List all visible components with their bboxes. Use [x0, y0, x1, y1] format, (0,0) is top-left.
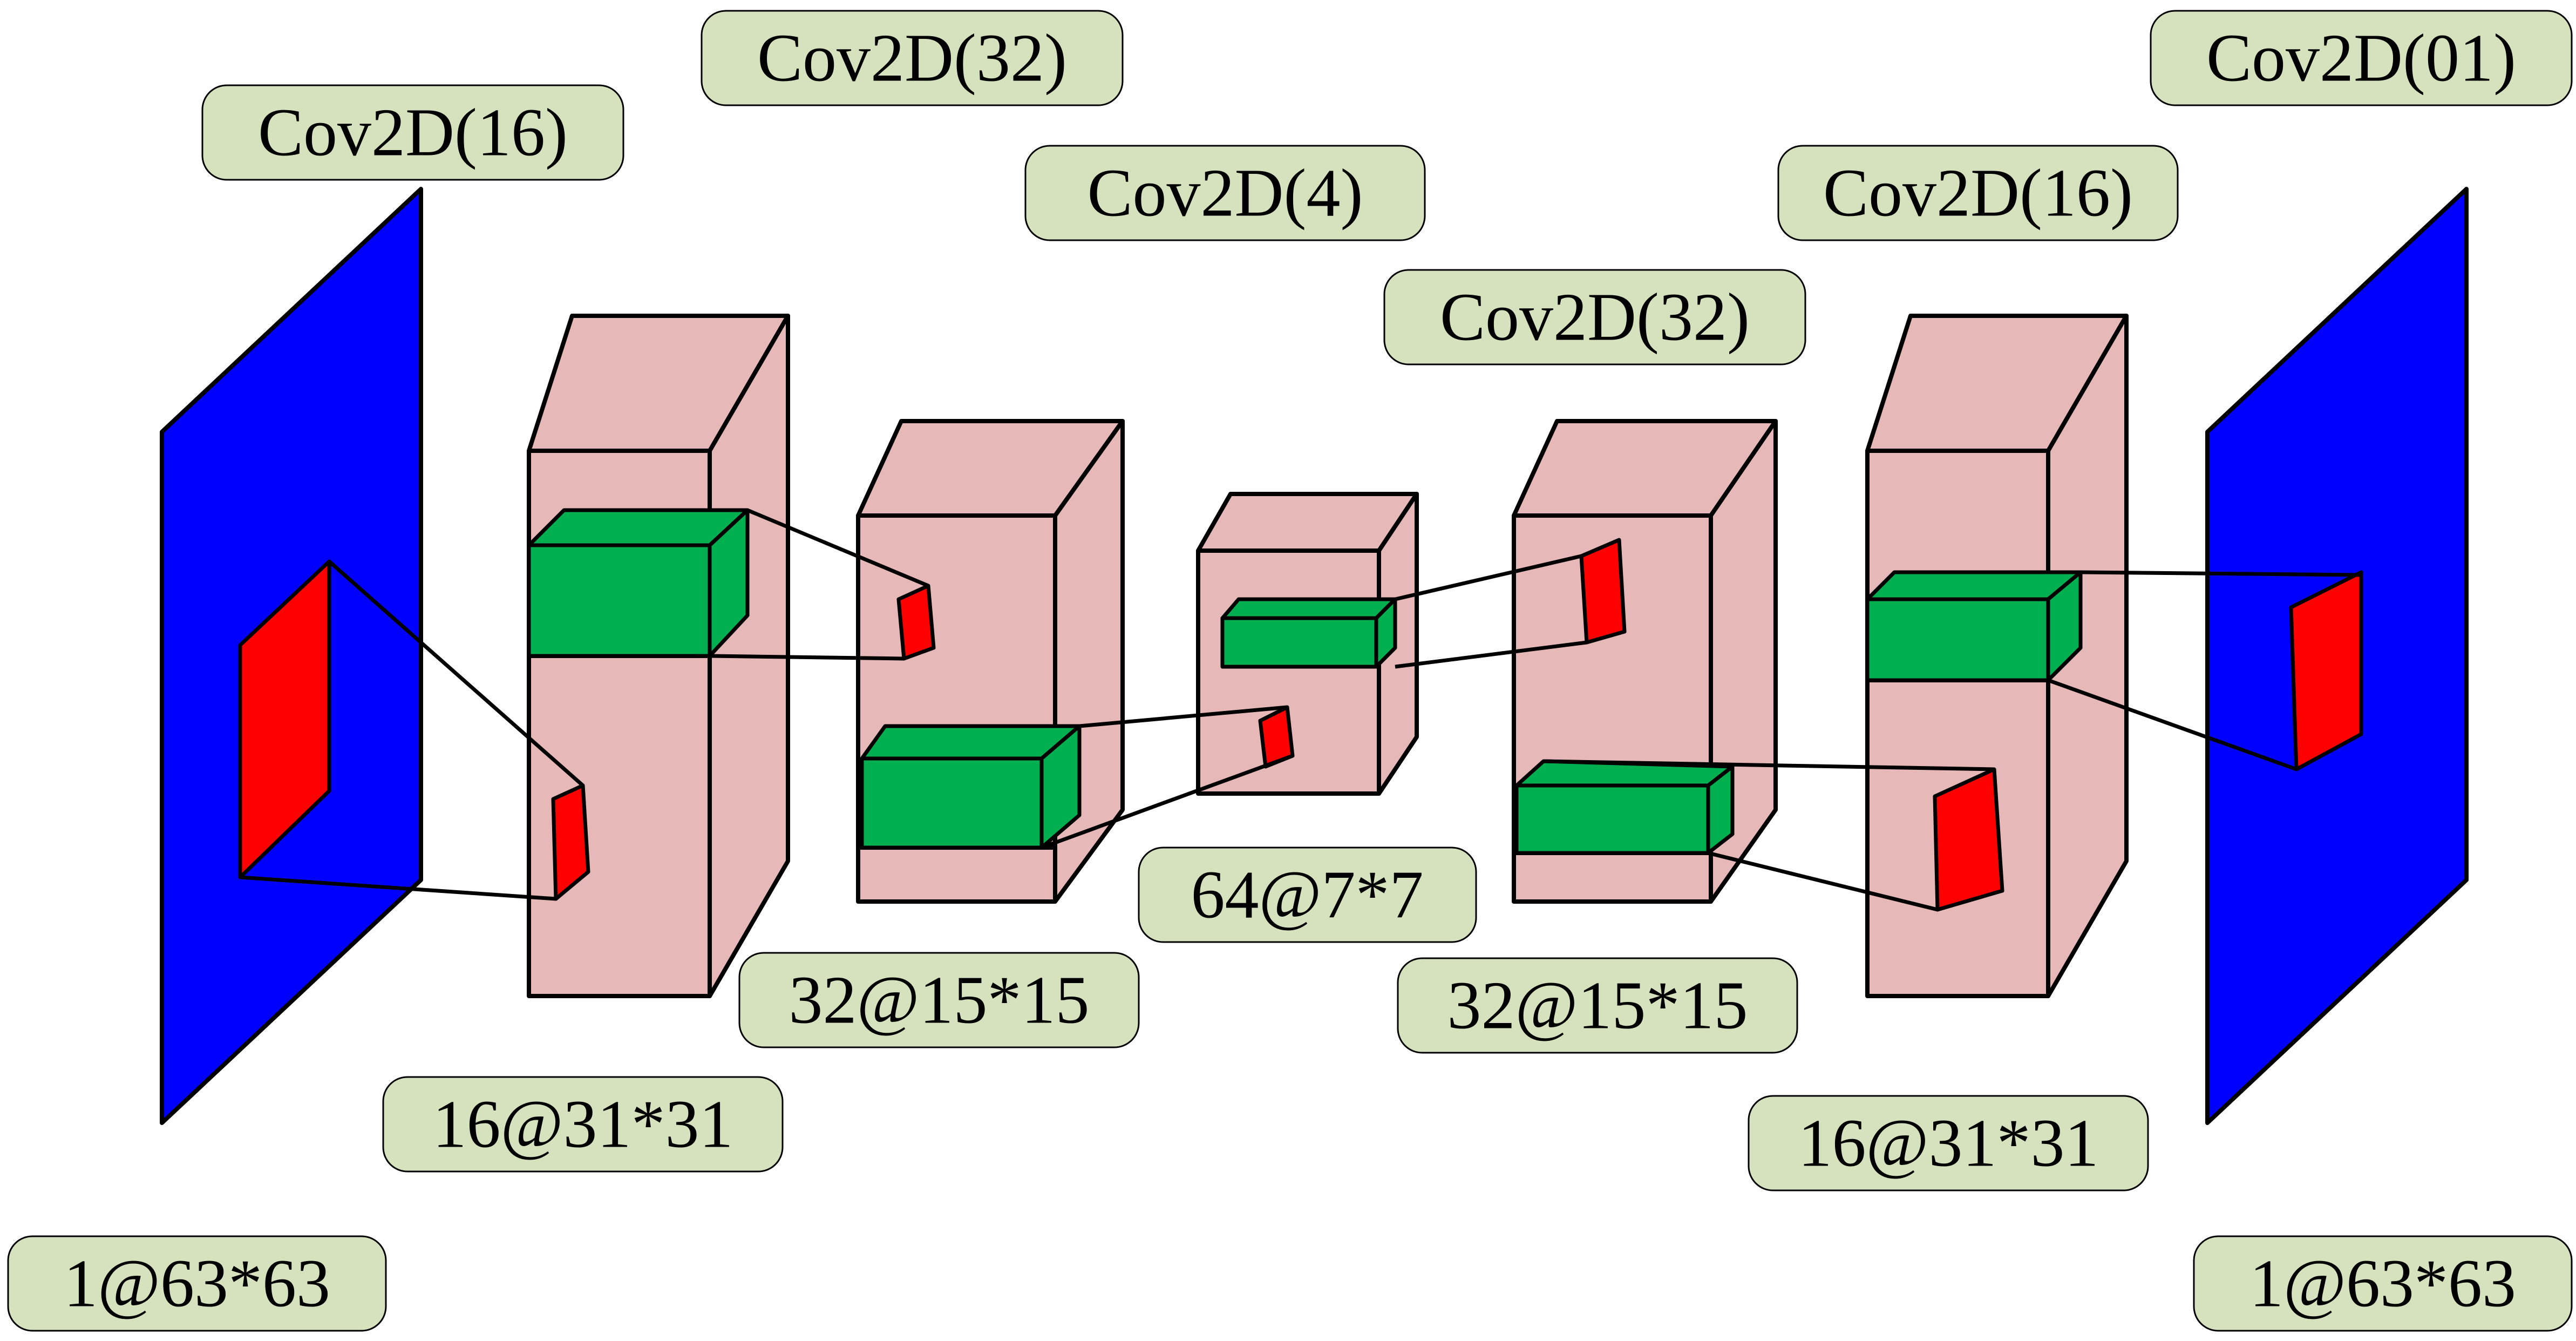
- kernel-3: [1220, 616, 1378, 669]
- conv-label-3: Cov2D(4): [1024, 145, 1426, 241]
- conv-label-2-text: Cov2D(32): [757, 21, 1067, 96]
- input-plane: [160, 187, 423, 1125]
- conv-label-3-text: Cov2D(4): [1088, 156, 1363, 231]
- shape-label-bottleneck-text: 64@7*7: [1191, 858, 1423, 933]
- layer-5-patch: [1933, 767, 2004, 912]
- conv-label-1-text: Cov2D(16): [258, 96, 568, 171]
- conv-label-5: Cov2D(16): [1777, 145, 2179, 241]
- shape-label-layer-1-text: 16@31*31: [432, 1087, 733, 1162]
- conv-label-6-text: Cov2D(01): [2206, 21, 2516, 96]
- shape-label-layer-2: 32@15*15: [738, 952, 1140, 1048]
- kernel-5: [1865, 597, 2050, 682]
- conv-label-2: Cov2D(32): [701, 10, 1124, 106]
- shape-label-bottleneck: 64@7*7: [1138, 846, 1477, 943]
- shape-label-input-text: 1@63*63: [64, 1247, 330, 1322]
- feature-box-4: [1512, 419, 1778, 904]
- layer-1-patch: [551, 783, 590, 901]
- output-plane: [2205, 187, 2469, 1125]
- feature-box-3: [1196, 492, 1419, 796]
- layer-2-patch: [896, 584, 936, 661]
- conv-label-1: Cov2D(16): [201, 84, 624, 181]
- shape-label-layer-5-text: 16@31*31: [1798, 1106, 2098, 1181]
- feature-box-1: [527, 314, 790, 998]
- kernel-1: [527, 543, 712, 658]
- layer-4-patch: [1579, 538, 1627, 645]
- feature-box-2: [856, 419, 1125, 904]
- shape-label-input: 1@63*63: [7, 1235, 387, 1332]
- conv-label-5-text: Cov2D(16): [1823, 156, 2133, 231]
- shape-label-layer-5: 16@31*31: [1748, 1095, 2149, 1191]
- output-patch: [2289, 570, 2363, 771]
- shape-label-layer-1: 16@31*31: [382, 1076, 784, 1173]
- shape-label-output: 1@63*63: [2193, 1235, 2573, 1332]
- receptive-field-connectors: [240, 508, 2362, 912]
- conv-label-4: Cov2D(32): [1383, 269, 1806, 365]
- kernel-4: [1514, 783, 1710, 855]
- conv-label-4-text: Cov2D(32): [1440, 280, 1750, 355]
- conv-label-6: Cov2D(01): [2150, 10, 2573, 106]
- shape-label-output-text: 1@63*63: [2249, 1247, 2516, 1322]
- input-patch: [238, 559, 331, 879]
- kernel-2: [860, 756, 1044, 850]
- shape-label-layer-2-text: 32@15*15: [789, 963, 1089, 1038]
- feature-box-5: [1865, 314, 2129, 998]
- shape-label-layer-4-text: 32@15*15: [1447, 968, 1748, 1044]
- shape-label-layer-4: 32@15*15: [1397, 957, 1798, 1054]
